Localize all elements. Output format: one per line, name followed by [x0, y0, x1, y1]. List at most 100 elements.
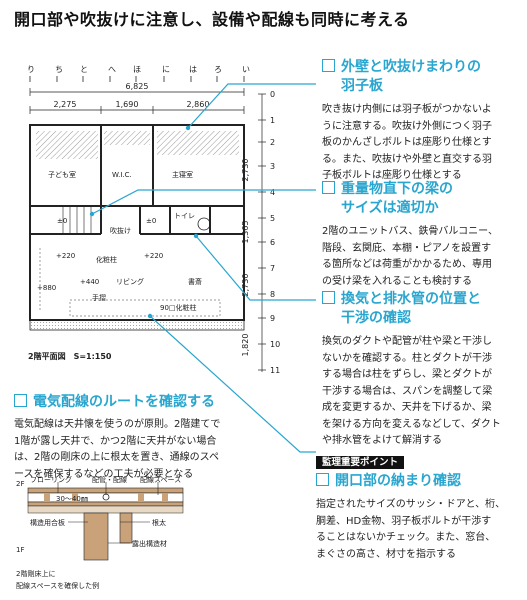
room-kids: 子ども室: [48, 170, 76, 179]
wiring-body-line: ースを確保するなどの工夫が必要となる: [14, 468, 194, 480]
level-label: 2: [270, 138, 275, 147]
level-label: 3: [270, 162, 275, 171]
callout-title: 重量物直下の梁の: [341, 181, 453, 197]
axis-labels: り ち と へ ほ に は ろ い: [27, 65, 250, 74]
level-label: 8: [270, 290, 275, 299]
axis-label: ろ: [214, 65, 222, 74]
vanity-column-90: 90□化粧柱: [160, 303, 197, 312]
level-label: 10: [270, 340, 280, 349]
callout-ventilation-drain: 換気と排水管の位置と 干渉の確認 換気のダクトや配管が柱や梁と干渉し ないかを確…: [322, 290, 522, 450]
callout-title: 干渉の確認: [341, 310, 411, 326]
height-4: 1,820: [241, 334, 250, 357]
wiring-body-line: 1階が露し天井で、かつ2階に天井がない場合: [14, 435, 217, 447]
wiring-space-label: 配線スペース: [140, 475, 181, 484]
level-220: +220: [144, 252, 163, 260]
level-440: +440: [80, 278, 99, 286]
hatched-area: [36, 131, 98, 159]
callout-body-line: や排水管をよけて解消する: [322, 435, 442, 446]
diagram-caption: 2階剛床上に: [16, 569, 55, 578]
room-void: 吹抜け: [110, 226, 131, 235]
wiring-title: 電気配線のルートを確認する: [33, 394, 215, 410]
checkbox-icon: [322, 181, 335, 194]
hatched-area: [157, 131, 239, 155]
wiring-diagram: [27, 482, 184, 561]
axis-label: と: [80, 65, 88, 74]
callout-exterior-wall: 外壁と吹抜けまわりの 羽子板 吹き抜け内側には羽子板がつかないよ うに注意する。…: [322, 58, 522, 185]
callout-title: サイズは適切か: [341, 200, 439, 216]
wiring-body-line: は、2階の剛床の上に根太を置き、通線のスペ: [14, 452, 219, 463]
balcony: [29, 319, 245, 331]
width-1: 2,275: [54, 100, 77, 109]
pipes-label: 配管・配線: [92, 475, 127, 484]
axis-label: ち: [55, 65, 63, 74]
level-label: 7: [270, 264, 275, 273]
callout-body-line: 換気のダクトや配管が柱や梁と干渉し: [322, 336, 492, 347]
width-2: 1,690: [116, 100, 139, 109]
level-220: +220: [56, 252, 75, 260]
checkbox-icon: [316, 473, 329, 486]
diagram-caption: 配線スペースを確保した例: [16, 581, 99, 590]
key-point-body-line: 指定されたサイズのサッシ・ドアと、桁、: [316, 499, 506, 510]
floor-1f: 1F: [16, 546, 24, 554]
callout-body-line: 子板ボルトは座彫り仕様とする: [322, 170, 462, 181]
callout-title: 外壁と吹抜けまわりの: [341, 59, 481, 75]
level-label: 5: [270, 214, 275, 223]
key-point-body-line: 胴差、HD金物、羽子板ボルトが干渉す: [316, 515, 492, 527]
wiring-body-line: 電気配線は天井懐を使うのが原則。2階建てで: [14, 419, 221, 430]
stair-level: ±0: [57, 217, 67, 225]
callout-body-line: 2階のユニットバス、鉄骨バルコニー、: [322, 226, 499, 237]
callout-body-line: 干渉する場合は、スパンを調整して梁: [322, 385, 493, 397]
checkbox-icon: [322, 59, 335, 72]
callout-body-line: る箇所などは荷重がかかるため、専用: [322, 259, 492, 270]
room-toilet: トイレ: [174, 212, 195, 220]
axis-label: り: [27, 65, 35, 74]
level-880: +880: [37, 284, 56, 292]
toilet-fixture: [197, 217, 211, 231]
room-master: 主寝室: [172, 170, 193, 179]
callout-body-line: 成を変更するか、天井を下げるか、梁: [322, 402, 492, 413]
floor-2f: 2F: [16, 480, 24, 488]
callout-body-line: 板のかんざしボルトは座彫り仕様とす: [322, 137, 492, 148]
wiring-section: 電気配線のルートを確認する 電気配線は天井懐を使うのが原則。2階建てで 1階が露…: [14, 393, 304, 483]
joist-label: 根太: [152, 518, 166, 527]
callout-body-line: る。また、吹抜けや外壁と直交する羽: [322, 153, 492, 165]
callout-body-line: の受け梁を入れることも検討する: [322, 275, 472, 287]
level-label: 1: [270, 116, 275, 125]
room-living: リビング: [116, 277, 144, 286]
height-3: 2,730: [241, 274, 250, 297]
height-2: 1,365: [241, 221, 250, 244]
room-wic: W.I.C.: [112, 171, 132, 179]
flooring-label: フローリング: [30, 475, 72, 484]
hatched-area: [104, 131, 150, 145]
key-point-section: 監理重要ポイント 開口部の納まり確認 指定されたサイズのサッシ・ドアと、桁、 胴…: [316, 450, 522, 563]
callout-body-line: 階段、玄関庇、本棚・ピアノを設置す: [322, 242, 492, 254]
key-point-body-line: ることはないかチェック。また、窓台、: [316, 532, 496, 543]
key-point-tag: 監理重要ポイント: [316, 456, 405, 469]
axis-label: ほ: [133, 65, 141, 74]
level-label: 4: [270, 188, 275, 197]
axis-label: に: [162, 65, 170, 74]
plan-caption: 2階平面図 S=1:150: [28, 351, 112, 361]
width-3: 2,860: [187, 100, 210, 109]
callout-body-line: ないかを確認する。柱とダクトが干渉: [322, 352, 492, 364]
height-1: 2,730: [241, 159, 250, 182]
level-label: 11: [270, 366, 280, 375]
axis-label: は: [189, 65, 197, 74]
level-label: 6: [270, 238, 275, 247]
checkbox-icon: [322, 291, 335, 304]
page-title: 開口部や吹抜けに注意し、設備や配線も同時に考える: [14, 10, 410, 29]
callout-body-line: 吹き抜け内側には羽子板がつかないよ: [322, 104, 492, 115]
callout-body-line: を架ける方向を変えるなどして、ダクト: [322, 418, 501, 430]
callout-title: 換気と排水管の位置と: [341, 291, 481, 307]
vanity-column: 化粧柱: [96, 255, 117, 264]
callout-body-line: する場合は柱をずらし、梁とダクトが: [322, 369, 492, 380]
beam-label: 露出構造材: [132, 539, 167, 548]
callout-title: 羽子板: [341, 78, 383, 94]
checkbox-icon: [14, 394, 27, 407]
key-point-title: 開口部の納まり確認: [335, 473, 461, 489]
level-label: 9: [270, 314, 275, 323]
room-study: 書斎: [188, 277, 202, 286]
callout-heavy-load-beam: 重量物直下の梁の サイズは適切か 2階のユニットバス、鉄骨バルコニー、 階段、玄…: [322, 180, 522, 290]
overall-width: 6,825: [126, 82, 149, 91]
